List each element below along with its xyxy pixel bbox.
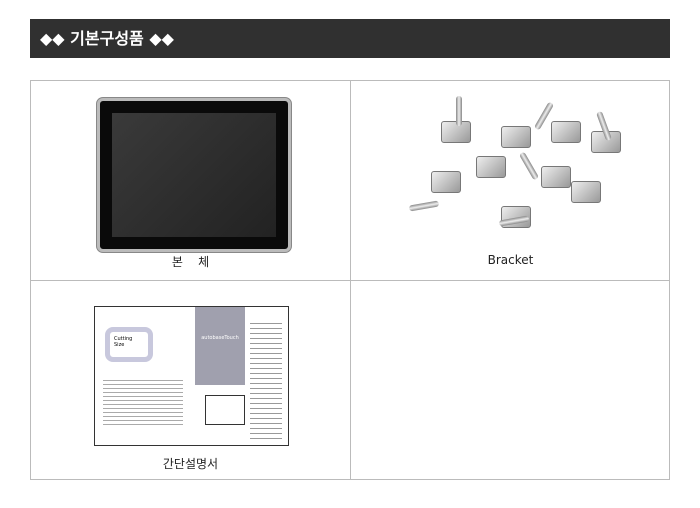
component-caption: 본 체: [171, 255, 210, 269]
component-caption: 간단설명서: [162, 457, 219, 471]
component-manual: Cutting Size autobaseTouch 간단설명서: [31, 281, 350, 481]
row-divider: [31, 280, 669, 281]
component-main-unit: 본 체: [31, 81, 350, 281]
components-table: 본 체 Bracket Cutting Size autobaseTouch 간…: [30, 80, 670, 480]
manual-label: Cutting Size: [105, 327, 153, 362]
section-title: ◆◆ 기본구성품 ◆◆: [40, 29, 174, 48]
component-empty: [351, 281, 670, 481]
bracket-image: [401, 96, 631, 241]
manual-image: Cutting Size autobaseTouch: [94, 306, 289, 446]
component-caption: Bracket: [487, 253, 534, 267]
section-header: ◆◆ 기본구성품 ◆◆: [30, 19, 670, 58]
component-bracket: Bracket: [351, 81, 670, 281]
manual-brand: autobaseTouch: [195, 307, 245, 385]
monitor-image: [97, 98, 291, 252]
